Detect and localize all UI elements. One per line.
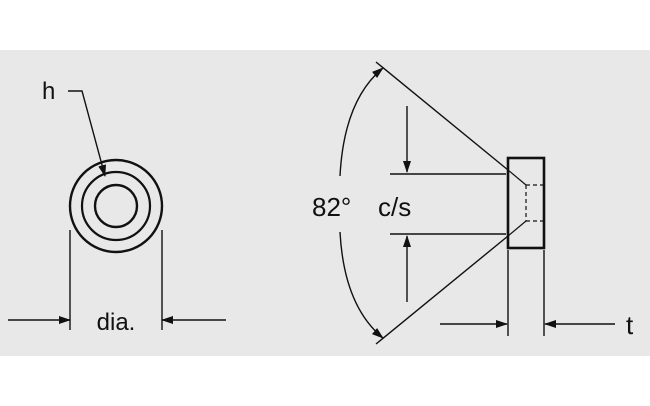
- countersink-circle: [80, 170, 152, 242]
- countersink-dimension: [390, 106, 506, 302]
- hole-circle: [93, 183, 139, 229]
- thickness-dimension: [440, 250, 615, 336]
- angle-label: 82°: [312, 192, 351, 222]
- washer-side-view: [506, 156, 546, 250]
- diameter-dimension: [8, 230, 226, 330]
- countersink-angle-dimension: [339, 61, 509, 345]
- hole-depth-leader: [68, 90, 106, 177]
- outer-circle: [68, 158, 164, 254]
- washer-top-view: [68, 158, 164, 254]
- background-panel: [0, 50, 650, 356]
- diameter-label: dia.: [97, 309, 136, 336]
- washer-section: [506, 156, 546, 250]
- thickness-label: t: [626, 310, 634, 340]
- countersink-label: c/s: [378, 192, 411, 222]
- hole-depth-label: h: [42, 78, 55, 105]
